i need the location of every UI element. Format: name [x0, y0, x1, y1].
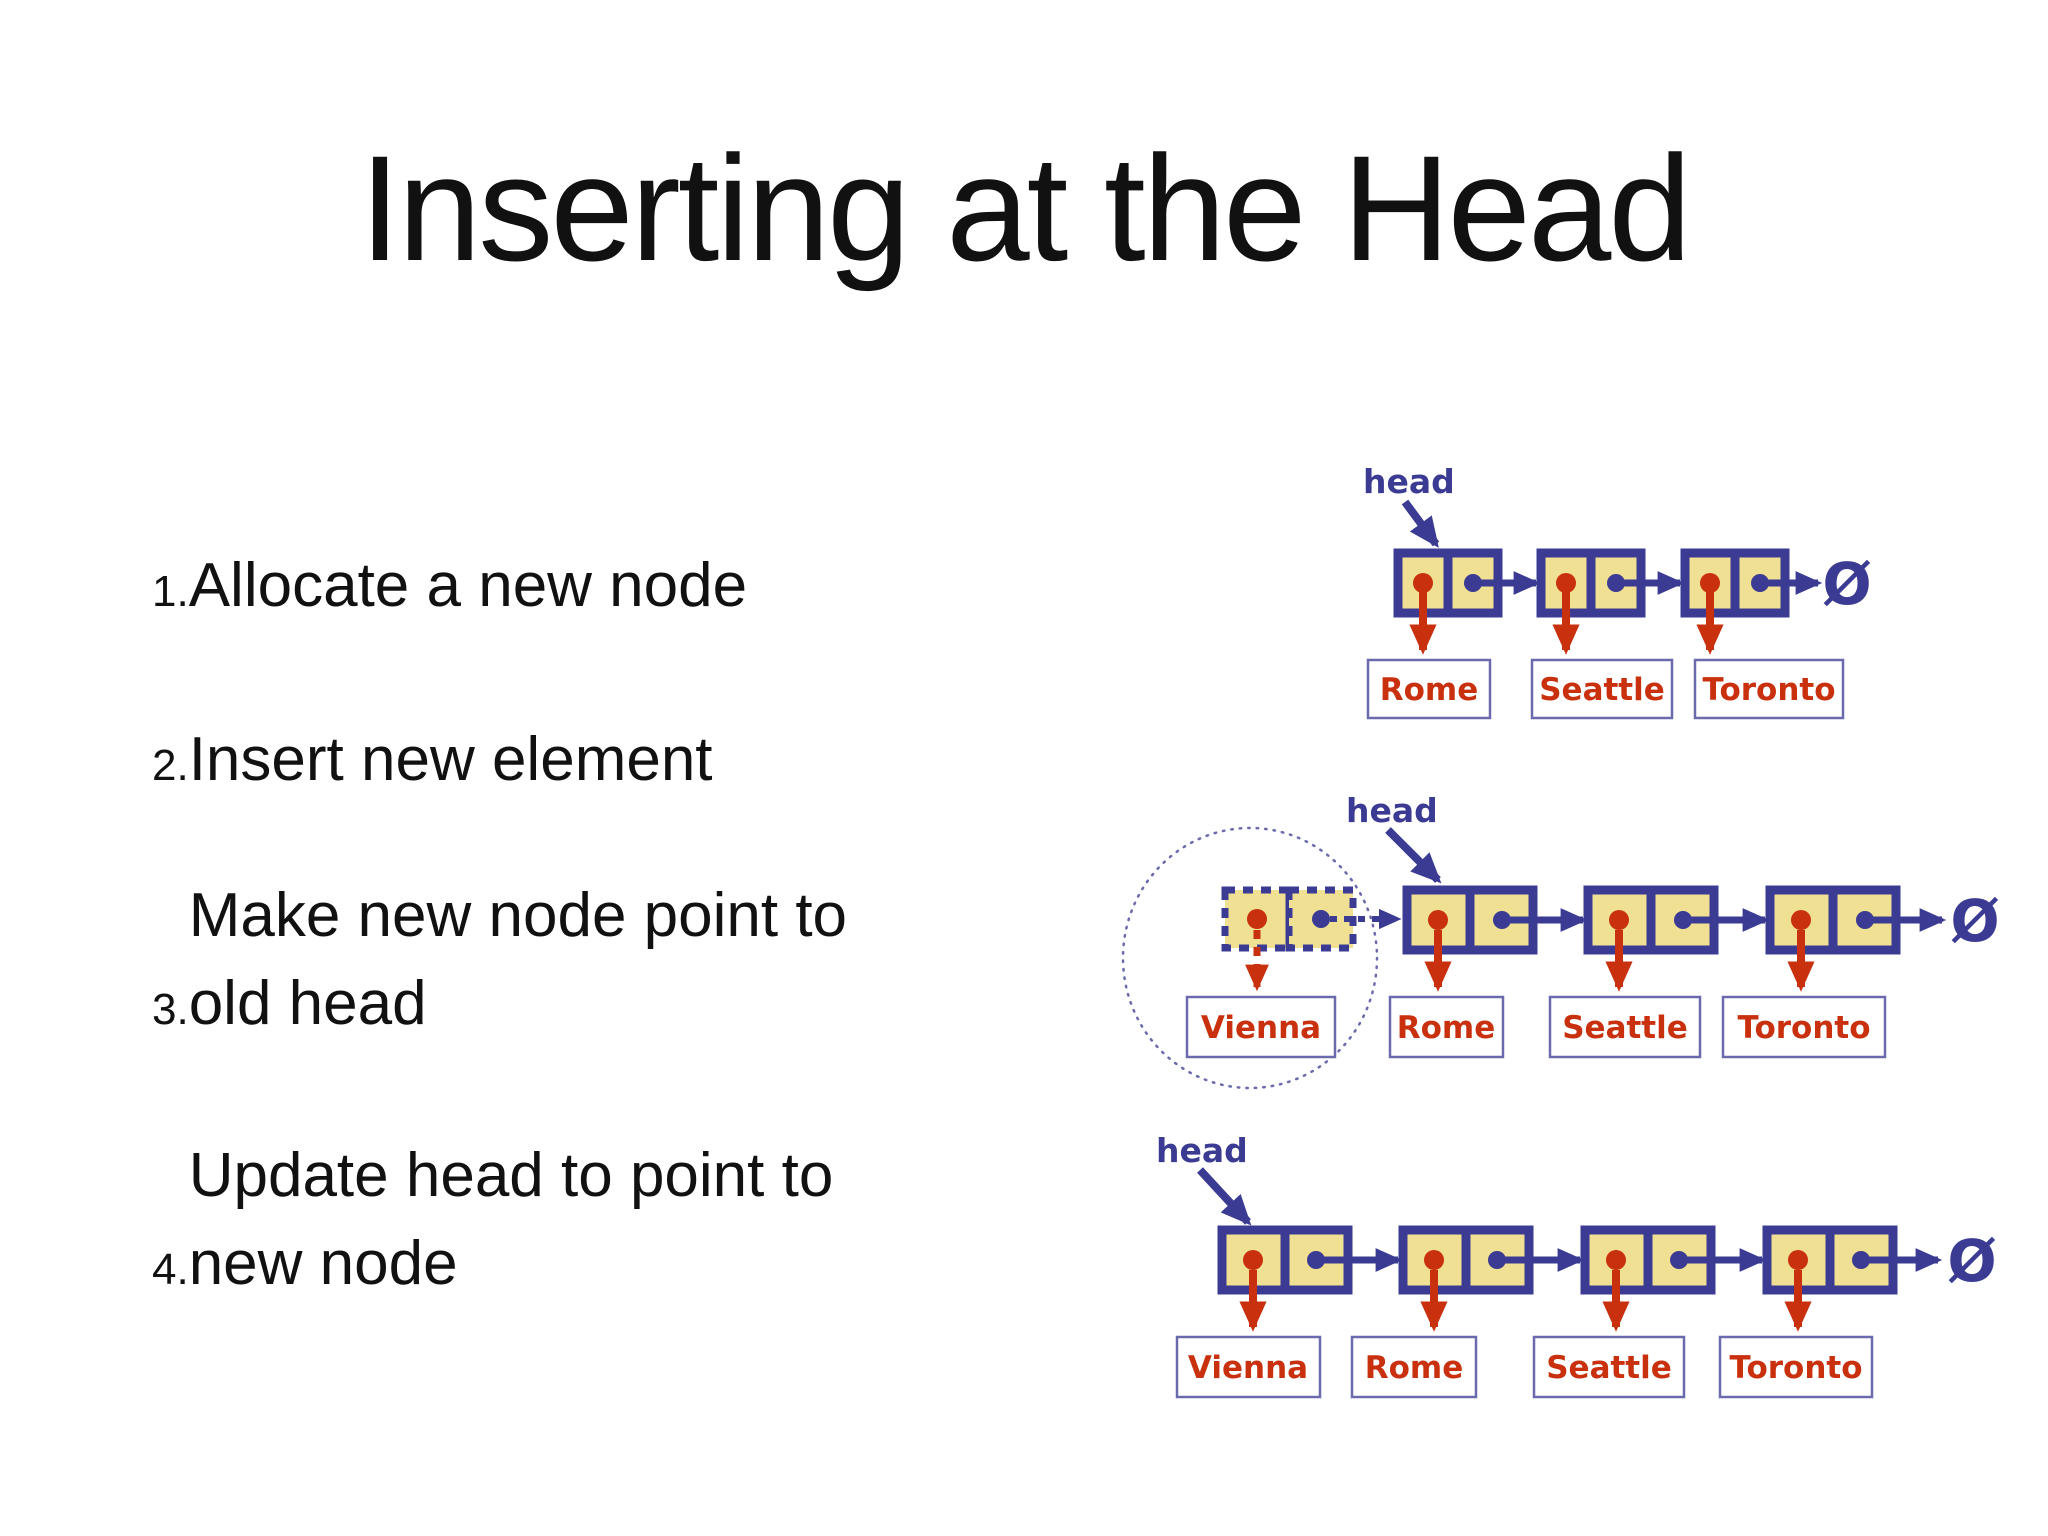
- head-arrow: [1385, 827, 1442, 884]
- data-pointer-dot: [1247, 909, 1267, 929]
- diagram-head-updated: head: [1156, 1131, 1997, 1399]
- node-value-label: Seattle: [1562, 1010, 1688, 1046]
- null-symbol: Ø: [1822, 550, 1871, 618]
- data-pointer-dot: [1700, 573, 1720, 593]
- node-value-label: Rome: [1380, 672, 1479, 708]
- data-pointer-dot: [1791, 910, 1811, 930]
- step-number: 1.: [152, 567, 189, 616]
- data-pointer-dot: [1428, 910, 1448, 930]
- next-pointer-dot: [1312, 910, 1330, 928]
- node-value-label: Vienna: [1188, 1350, 1308, 1386]
- step-item-4: 4. Update head to point to new node: [152, 1132, 833, 1308]
- diagram-initial-list: head Ø Rome: [1363, 462, 1872, 720]
- slide-title: Inserting at the Head: [359, 124, 1692, 292]
- step-number: 2.: [152, 741, 189, 790]
- step-text-line1: Make new node point to: [188, 881, 848, 950]
- node-value-box: [1388, 995, 1505, 1059]
- null-symbol: Ø: [1947, 1227, 1996, 1295]
- list-node: [1217, 1225, 1353, 1295]
- node-value-box: [1175, 1335, 1322, 1399]
- node-value-box: [1548, 995, 1702, 1059]
- head-label: head: [1363, 462, 1455, 501]
- step-text: Insert new element: [188, 725, 713, 794]
- diagram-new-node-allocated: head: [1121, 791, 2000, 1090]
- step-text: Update head to point to new node: [189, 1132, 834, 1308]
- node-value-label: Rome: [1365, 1350, 1464, 1386]
- head-arrow: [1401, 499, 1440, 548]
- step-item-1: 1.Allocate a new node: [152, 542, 747, 630]
- step-item-2: 2.Insert new element: [152, 716, 713, 804]
- head-arrow: [1197, 1167, 1252, 1226]
- highlight-circle: [1121, 826, 1379, 1090]
- node-value-box: [1530, 658, 1674, 720]
- data-pointer-dot: [1424, 1250, 1444, 1270]
- node-value-label: Rome: [1397, 1010, 1496, 1046]
- node-value-label: Toronto: [1729, 1350, 1862, 1386]
- node-value-box: [1350, 1335, 1478, 1399]
- step-number: 3.: [152, 985, 189, 1035]
- step-text: Make new node point to old head: [189, 872, 847, 1048]
- node-value-box: [1693, 658, 1845, 720]
- data-pointer-dot: [1788, 1250, 1808, 1270]
- step-text-line1: Update head to point to: [188, 1141, 834, 1210]
- data-pointer-dot: [1413, 573, 1433, 593]
- list-node: [1393, 548, 1503, 618]
- step-number: 4.: [152, 1245, 189, 1295]
- node-value-box: [1718, 1335, 1874, 1399]
- node-value-label: Seattle: [1539, 672, 1665, 708]
- node-value-box: [1721, 995, 1887, 1059]
- data-pointer-dot: [1556, 573, 1576, 593]
- data-pointer-dot: [1609, 910, 1629, 930]
- step-text-line2: new node: [188, 1229, 458, 1299]
- step-text: Allocate a new node: [188, 551, 748, 620]
- step-item-3: 3. Make new node point to old head: [152, 872, 847, 1048]
- node-value-label: Vienna: [1201, 1010, 1321, 1046]
- data-pointer-dot: [1606, 1250, 1626, 1270]
- node-value-label: Toronto: [1702, 672, 1835, 708]
- step-text-line2: old head: [188, 969, 427, 1039]
- data-pointer-dot: [1243, 1250, 1263, 1270]
- null-symbol: Ø: [1950, 887, 1999, 955]
- list-node: [1680, 548, 1790, 618]
- node-value-box: [1532, 1335, 1686, 1399]
- head-label: head: [1156, 1131, 1248, 1170]
- node-value-label: Toronto: [1737, 1010, 1870, 1046]
- node-value-box: [1366, 658, 1492, 720]
- head-label: head: [1346, 791, 1438, 830]
- node-value-label: Seattle: [1546, 1350, 1672, 1386]
- node-value-box: [1185, 995, 1337, 1059]
